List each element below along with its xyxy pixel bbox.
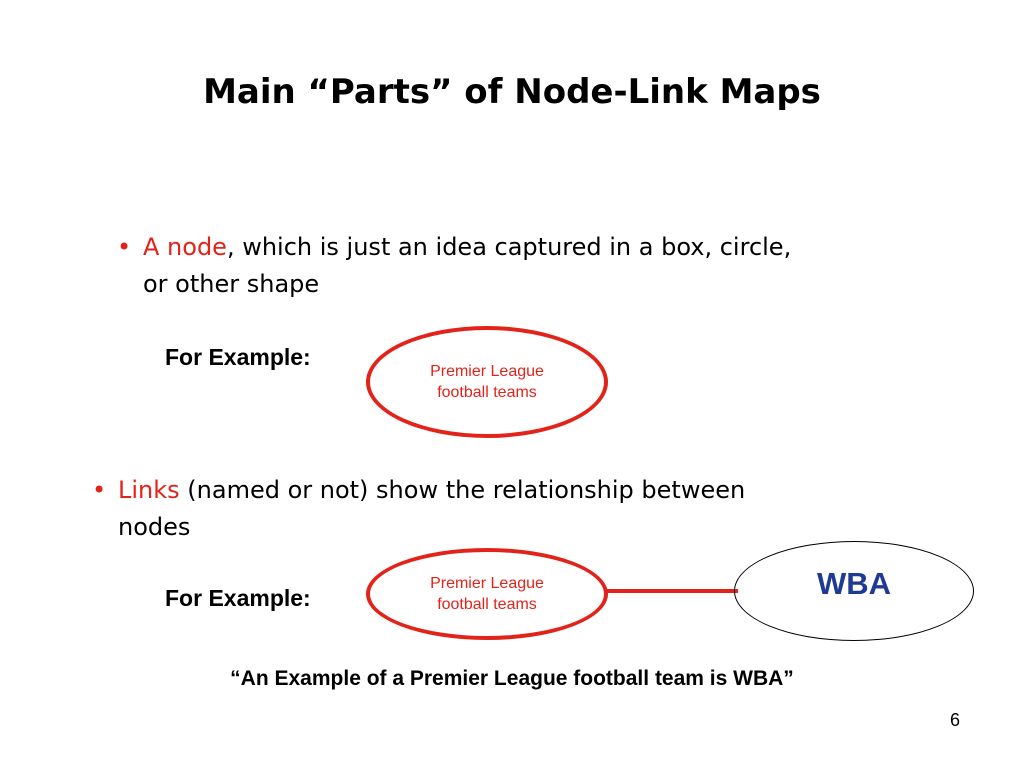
bullet-highlight: Links	[118, 476, 180, 504]
node-text-line-1: Premier League	[430, 363, 544, 380]
node-text: Premier League football teams	[412, 361, 562, 403]
link-line	[606, 589, 738, 593]
node-wba: WBA	[734, 541, 974, 641]
bullet-highlight: A node	[143, 233, 227, 261]
bullet-text: , which is just an idea captured in a bo…	[226, 233, 792, 261]
example-label: For Example:	[165, 344, 311, 370]
example-label: For Example:	[165, 585, 311, 611]
bullet-line-2: or other shape	[143, 270, 320, 298]
node-wba-label: WBA	[816, 566, 892, 601]
bullet-node: • A node, which is just an idea captured…	[117, 229, 923, 303]
node-premier-league: Premier League football teams	[366, 548, 608, 640]
node-text: Premier League football teams	[412, 573, 562, 615]
bullet-line-1: Links (named or not) show the relationsh…	[118, 472, 918, 509]
bullet-line-2: nodes	[118, 513, 191, 541]
bullet-line-1: A node, which is just an idea captured i…	[143, 229, 923, 266]
bullet-marker: •	[92, 476, 107, 504]
example-quote: “An Example of a Premier League football…	[230, 667, 794, 690]
node-premier-league: Premier League football teams	[366, 326, 608, 438]
node-text-line-2: football teams	[437, 596, 537, 613]
slide-title: Main “Parts” of Node-Link Maps	[203, 72, 821, 112]
node-text-line-1: Premier League	[430, 575, 544, 592]
page-number: 6	[949, 710, 960, 730]
bullet-marker: •	[117, 233, 132, 261]
bullet-links: • Links (named or not) show the relation…	[92, 472, 918, 546]
node-text-line-2: football teams	[437, 384, 537, 401]
bullet-text: (named or not) show the relationship bet…	[179, 476, 746, 504]
